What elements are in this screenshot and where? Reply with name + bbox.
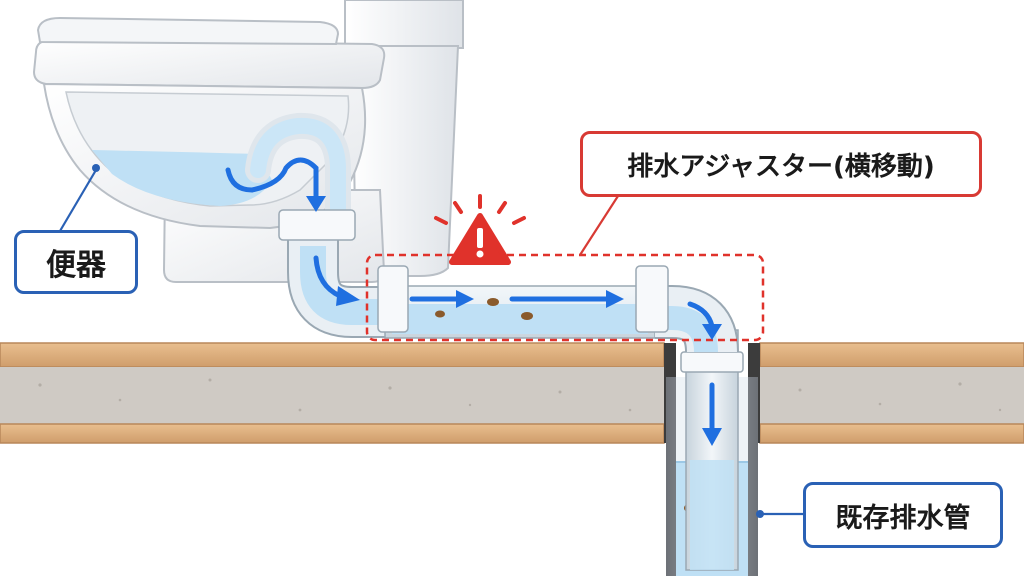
pipe-waste-particles [435,298,533,320]
wood-floor-left [0,342,665,368]
pipe-coupling-left [377,265,409,333]
wood-subfloor-right [759,423,1024,444]
concrete-slab-right [760,367,1024,424]
flow-arrows [225,157,722,446]
floor-structure [0,342,1024,444]
flow-arrow-icon [702,428,722,446]
concrete-slab-left [0,367,664,424]
callout-leaders [59,164,805,518]
toilet-tank [344,0,464,49]
flow-arrow-icon [702,324,722,340]
drain-collar [680,351,744,373]
toilet-label: 便器 [14,230,138,294]
toilet-leader-line [59,169,97,232]
existing-drain-label: 既存排水管 [803,482,1003,548]
adjuster-vertical-pipe [680,329,744,571]
flow-arrow-icon [606,290,624,308]
flow-arrow-icon [313,255,343,299]
drain-adjuster-label: 排水アジャスター(横移動) [580,131,982,197]
flow-arrow-icon [225,157,319,203]
bowl-water [92,150,272,206]
toilet [32,0,464,283]
wood-floor-right [759,342,1024,368]
warning-triangle-icon [434,194,526,265]
flow-arrow-icon [336,286,360,306]
flow-arrow-icon [306,196,326,212]
adjuster-leader-line [579,195,619,256]
wood-subfloor-left [0,423,665,444]
pipe-coupling-right [635,265,669,333]
adjuster-highlight-box [365,253,765,342]
toilet-outlet-flange [278,209,356,241]
flow-arrow-icon [687,301,715,329]
flow-arrow-icon [456,290,474,308]
